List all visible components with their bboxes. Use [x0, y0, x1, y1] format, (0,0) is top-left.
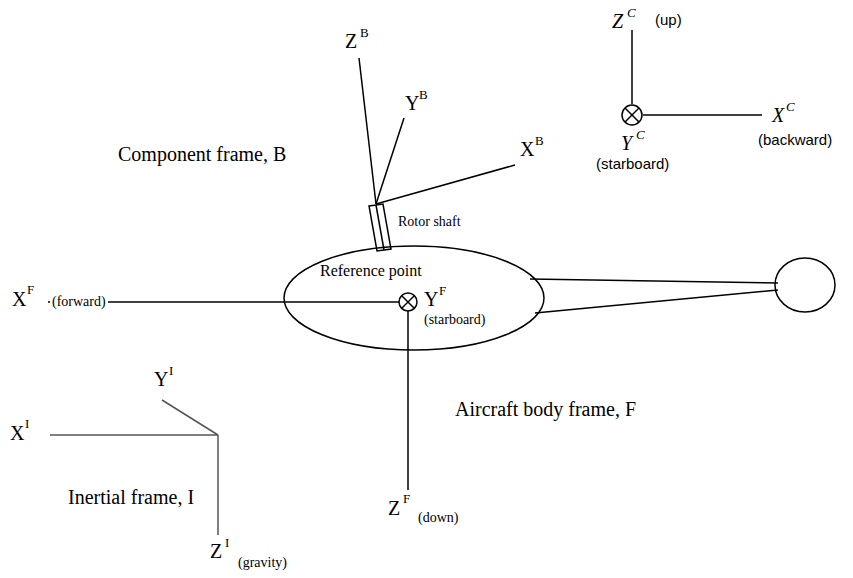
x-axis: [376, 165, 515, 204]
axis-superscript: F: [439, 284, 446, 298]
axis-label: X: [772, 104, 784, 126]
rotor-shaft: [369, 204, 391, 251]
axis-superscript: C: [786, 100, 795, 114]
axis-label: (up): [655, 12, 682, 29]
x-axis: [643, 114, 762, 116]
axis-label: (forward): [50, 294, 108, 309]
frame-caption: Component frame, B: [118, 143, 286, 165]
axis-label: Y: [424, 288, 438, 310]
tail-rotor: [775, 258, 835, 312]
axis-label: X: [520, 138, 534, 160]
axis-superscript: I: [169, 364, 173, 378]
ellipse-outline: [283, 245, 545, 351]
axis-label: (starboard): [596, 156, 669, 173]
z-axis: [631, 30, 633, 104]
axis-label: X: [10, 422, 24, 444]
axis-label: (starboard): [424, 312, 485, 327]
axis-label: (backward): [758, 132, 832, 149]
y-axis: [162, 400, 218, 435]
axis-label: (down): [418, 510, 458, 525]
axis-superscript: B: [535, 134, 544, 148]
into-page-symbol: [622, 105, 642, 125]
axis-label: Z: [388, 497, 400, 519]
axis-superscript: I: [25, 417, 29, 431]
axis-label: Z: [612, 10, 623, 32]
y-axis: [376, 118, 404, 204]
axis-label: Z: [345, 30, 357, 52]
fuselage-ellipse: Reference point: [283, 245, 545, 351]
point-label: Reference point: [320, 262, 545, 280]
into-page-symbol: [399, 293, 417, 311]
axis-label: Y: [154, 368, 168, 390]
axis-superscript: C: [636, 128, 645, 142]
axis-superscript: B: [360, 26, 369, 40]
axis-superscript: B: [419, 88, 428, 102]
axis-superscript: C: [627, 6, 636, 20]
axis-label: Z: [210, 540, 222, 562]
axis-label: Rotor shaft: [398, 214, 461, 229]
frame-caption: Inertial frame, I: [68, 486, 194, 508]
axis-label: (gravity): [238, 555, 287, 570]
axis-label: Y: [621, 132, 632, 154]
axis-label: X: [12, 288, 26, 310]
x-axis: [50, 434, 218, 436]
tail-boom: [530, 279, 778, 283]
z-axis: [359, 58, 376, 204]
tail-boom: [535, 290, 778, 313]
z-axis: [217, 435, 219, 535]
axis-superscript: F: [403, 492, 410, 506]
z-axis: [407, 311, 409, 490]
axis-superscript: F: [27, 283, 34, 297]
frame-caption: Aircraft body frame, F: [455, 398, 636, 420]
axis-label: Y: [405, 92, 419, 114]
axis-superscript: I: [225, 536, 229, 550]
